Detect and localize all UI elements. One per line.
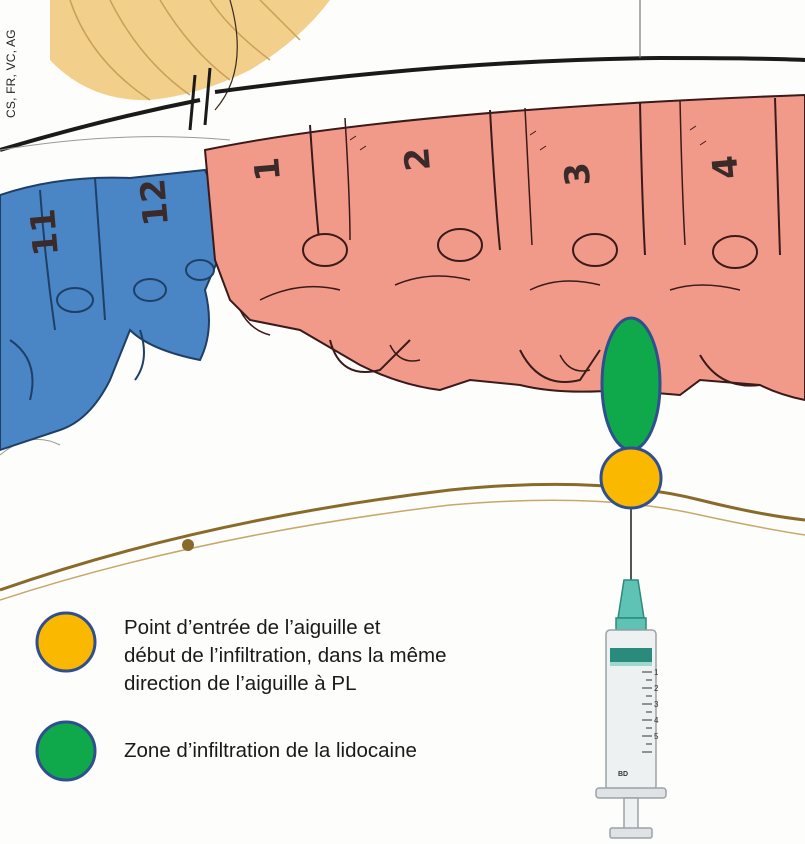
syringe-icon: 1 2 3 4 5 BD [596, 580, 666, 838]
vertebra-label-l4: 4 [705, 154, 747, 181]
yellow-circle-marker [601, 448, 661, 508]
syringe-scale-3: 3 [654, 700, 659, 709]
legend-yellow-circle-icon [37, 613, 95, 671]
syringe-scale-1: 1 [654, 668, 659, 677]
legend-zone-text: Zone d’infiltration de la lidocaine [124, 737, 417, 765]
legend-entry-line3: direction de l’aiguille à PL [124, 670, 447, 698]
legend-green-circle-icon [37, 722, 95, 780]
vertebra-label-l2: 2 [397, 146, 439, 173]
vertebra-label-l3: 3 [557, 161, 599, 188]
vertebra-label-t11: 11 [23, 207, 67, 258]
syringe-scale-5: 5 [654, 732, 659, 741]
author-credit: CS, FR, VC, AG [4, 29, 18, 118]
syringe-brand: BD [618, 771, 628, 778]
hair-illustration [50, 0, 330, 110]
lumbar-vertebrae [205, 95, 805, 400]
legend-entry-line2: début de l’infiltration, dans la même [124, 642, 447, 670]
legend-entry-line1: Point d’entrée de l’aiguille et [124, 614, 447, 642]
green-ellipse-marker [602, 318, 660, 450]
vertebra-label-l1: 1 [247, 156, 289, 183]
syringe-scale-2: 2 [654, 684, 659, 693]
vertebra-label-t12: 12 [133, 177, 177, 228]
dura-line [0, 484, 805, 590]
syringe-scale-4: 4 [654, 716, 659, 725]
legend-zone-line1: Zone d’infiltration de la lidocaine [124, 737, 417, 765]
legend-entry-text: Point d’entrée de l’aiguille et début de… [124, 614, 447, 698]
